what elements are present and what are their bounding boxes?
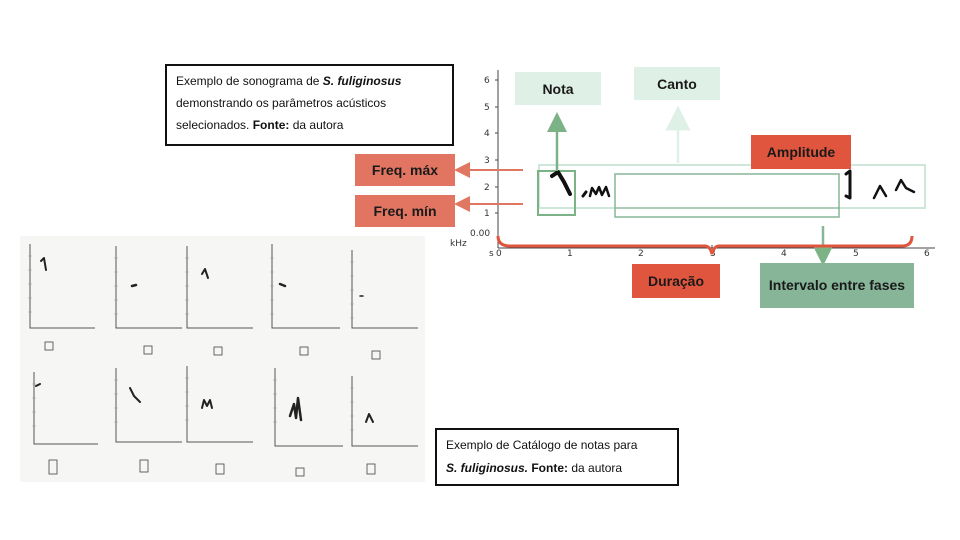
x-tick: 5 xyxy=(853,249,859,259)
song-notes xyxy=(550,169,916,200)
duration-brace xyxy=(496,235,914,255)
x-tick: 4 xyxy=(781,249,787,259)
species-name: S. fuliginosus. xyxy=(446,461,529,475)
catalog-caption-line1: Exemplo de Catálogo de notas para xyxy=(446,438,638,452)
y-tick: 2 xyxy=(484,183,490,193)
note-catalog-image xyxy=(20,236,425,482)
canto-label: Canto xyxy=(634,67,720,100)
note-mark xyxy=(894,178,916,194)
x-tick: 0 xyxy=(496,249,502,259)
y-tick: 6 xyxy=(484,76,490,86)
x-tick: 1 xyxy=(567,249,573,259)
sonogram-caption-line1: Exemplo de sonograma de S. fuliginosus xyxy=(176,70,443,92)
caption-text: Exemplo de sonograma de xyxy=(176,74,323,88)
species-name: S. fuliginosus xyxy=(322,74,402,88)
y-tick: 4 xyxy=(484,129,490,139)
nota-label: Nota xyxy=(515,72,601,105)
note-mark xyxy=(588,185,611,198)
freq-max-label: Freq. máx xyxy=(355,154,455,186)
y-tick: 3 xyxy=(484,156,490,166)
y-tick-zero: 0.00 xyxy=(470,229,490,239)
x-tick: 2 xyxy=(638,249,644,259)
note-mark xyxy=(872,184,888,200)
y-tick: 5 xyxy=(484,103,490,113)
y-tick: 1 xyxy=(484,209,490,219)
catalog-caption-line2: S. fuliginosus. Fonte: da autora xyxy=(446,457,668,480)
source-value: da autora xyxy=(289,118,344,132)
amplitude-label: Amplitude xyxy=(751,135,851,169)
x-unit: s xyxy=(489,249,494,259)
sonogram-caption-line2: demonstrando os parâmetros acústicos xyxy=(176,96,387,110)
sonogram-caption-line3: selecionados. Fonte: da autora xyxy=(176,114,443,136)
interval-box xyxy=(614,173,840,218)
x-tick: 6 xyxy=(924,249,930,259)
sonogram-diagram: 6 5 4 3 2 1 0.00 kHz s 0 1 2 3 4 5 6 xyxy=(450,70,935,266)
note-mark xyxy=(581,190,588,198)
y-unit: kHz xyxy=(450,239,467,249)
duracao-label: Duração xyxy=(632,264,720,298)
sonogram-caption: Exemplo de sonograma de S. fuliginosus d… xyxy=(165,64,454,146)
y-ticks: 6 5 4 3 2 1 0.00 kHz xyxy=(450,76,498,249)
canto-box xyxy=(538,164,926,209)
intervalo-label: Intervalo entre fases xyxy=(760,263,914,308)
note-mark xyxy=(844,169,852,200)
catalog-caption: Exemplo de Catálogo de notas para S. ful… xyxy=(435,428,679,486)
note-mark xyxy=(550,170,572,196)
caption-text: selecionados. xyxy=(176,118,253,132)
source-label: Fonte: xyxy=(252,118,290,132)
freq-min-label: Freq. mín xyxy=(355,195,455,227)
source-value: da autora xyxy=(568,461,623,475)
source-label: Fonte: xyxy=(528,461,569,475)
